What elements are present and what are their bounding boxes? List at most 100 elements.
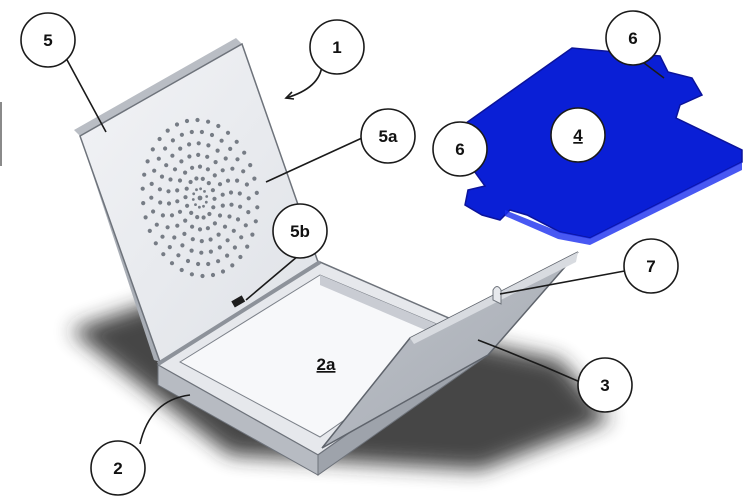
perforation-hole bbox=[231, 228, 236, 233]
leader-7 bbox=[499, 269, 631, 295]
callout-5a-label: 5a bbox=[379, 127, 398, 146]
side-flap bbox=[321, 251, 579, 449]
perforation-hole bbox=[223, 156, 228, 161]
callout-6-top-label: 6 bbox=[628, 29, 637, 48]
perforation-hole bbox=[194, 176, 199, 181]
callout-5a: 5a bbox=[360, 108, 416, 164]
perforation-hole bbox=[225, 238, 230, 243]
perforation-hole bbox=[212, 221, 217, 226]
perforation-hole bbox=[174, 122, 180, 127]
perforation-hole bbox=[196, 141, 201, 146]
callout-2: 2 bbox=[90, 440, 146, 496]
callout-6-left: 6 bbox=[432, 121, 488, 177]
perforation-hole bbox=[239, 235, 244, 240]
perforation-hole bbox=[200, 176, 205, 181]
perforation-hole bbox=[216, 123, 221, 129]
leader-3 bbox=[477, 339, 581, 383]
perforation-hole bbox=[222, 224, 228, 229]
perforation-hole bbox=[215, 148, 220, 153]
perforation-hole bbox=[165, 128, 170, 133]
perforation-hole bbox=[168, 177, 173, 182]
callout-3: 3 bbox=[577, 357, 633, 413]
perforation-hole bbox=[183, 170, 188, 175]
perforation-hole bbox=[246, 196, 251, 201]
tray-inner-wall bbox=[320, 275, 465, 344]
perforation-hole bbox=[255, 205, 260, 210]
perforation-hole bbox=[149, 195, 154, 200]
perforation-hole bbox=[245, 244, 250, 249]
perforation-hole bbox=[206, 261, 211, 267]
perforation-hole bbox=[199, 250, 204, 255]
perforation-hole bbox=[167, 245, 172, 250]
perforation-hole bbox=[253, 219, 258, 224]
perforation-hole bbox=[166, 201, 172, 206]
perforation-hole bbox=[244, 182, 249, 187]
perforation-hole bbox=[199, 239, 204, 244]
perforation-hole bbox=[209, 132, 215, 138]
perforation-hole bbox=[165, 225, 170, 230]
perforation-hole bbox=[212, 196, 217, 201]
perforation-hole bbox=[206, 119, 211, 124]
perforation-hole bbox=[199, 187, 203, 191]
perforation-hole bbox=[225, 178, 231, 183]
perforation-hole bbox=[252, 176, 257, 181]
perforation-hole bbox=[159, 174, 165, 179]
perforation-hole bbox=[220, 203, 225, 208]
perforation-hole bbox=[157, 136, 162, 142]
callout-7-label: 7 bbox=[646, 257, 655, 276]
callout-5b-label: 5b bbox=[290, 222, 310, 241]
perforation-hole bbox=[185, 258, 191, 264]
perforation-hole bbox=[161, 252, 166, 257]
perforation-hole bbox=[190, 165, 195, 170]
perforation-hole bbox=[187, 154, 192, 159]
callout-7: 7 bbox=[623, 238, 679, 294]
perforation-hole bbox=[216, 232, 221, 237]
perforation-hole bbox=[180, 243, 185, 248]
perforation-hole bbox=[238, 254, 243, 260]
perforation-hole bbox=[160, 234, 165, 239]
perforation-hole bbox=[202, 204, 205, 208]
perforation-hole bbox=[230, 263, 235, 268]
perforation-hole bbox=[211, 205, 216, 210]
perforation-hole bbox=[229, 202, 234, 207]
perforation-hole bbox=[153, 241, 158, 246]
perforation-hole bbox=[195, 188, 198, 192]
perforation-hole bbox=[225, 253, 230, 258]
perforation-hole bbox=[164, 163, 169, 168]
perforation-hole bbox=[169, 261, 175, 266]
perforation-hole bbox=[213, 160, 218, 165]
perforation-hole bbox=[160, 213, 165, 218]
perforation-hole bbox=[220, 168, 225, 173]
perforation-hole bbox=[142, 172, 147, 177]
flap-tab-7 bbox=[492, 286, 502, 305]
perforation-hole bbox=[235, 178, 240, 183]
perforation-hole bbox=[177, 178, 183, 183]
floor-label-2a: 2a bbox=[317, 355, 336, 374]
perforation-hole bbox=[250, 232, 255, 237]
callout-5: 5 bbox=[20, 12, 76, 68]
slot-5b bbox=[231, 295, 246, 308]
perforation-hole bbox=[210, 188, 215, 193]
perforation-pattern-5a bbox=[140, 117, 260, 279]
perforation-hole bbox=[185, 203, 190, 208]
perforation-hole bbox=[206, 181, 211, 186]
leader-2 bbox=[139, 394, 191, 445]
perforation-hole bbox=[179, 132, 184, 137]
perforation-hole bbox=[184, 118, 190, 124]
perforation-hole bbox=[176, 253, 181, 258]
lid-edge bbox=[74, 38, 242, 136]
perforation-hole bbox=[166, 189, 171, 194]
perforation-hole bbox=[232, 245, 237, 250]
perforation-hole bbox=[227, 214, 232, 219]
perforation-hole bbox=[195, 117, 200, 123]
perforation-hole bbox=[203, 190, 206, 193]
perforation-hole bbox=[178, 146, 183, 151]
perforation-hole bbox=[248, 163, 253, 168]
perforation-hole bbox=[230, 166, 235, 171]
perforation-hole bbox=[246, 210, 251, 215]
perforation-hole bbox=[235, 217, 241, 222]
perforation-hole bbox=[182, 231, 187, 236]
perforation-hole bbox=[179, 159, 184, 164]
perforation-hole bbox=[254, 190, 259, 195]
